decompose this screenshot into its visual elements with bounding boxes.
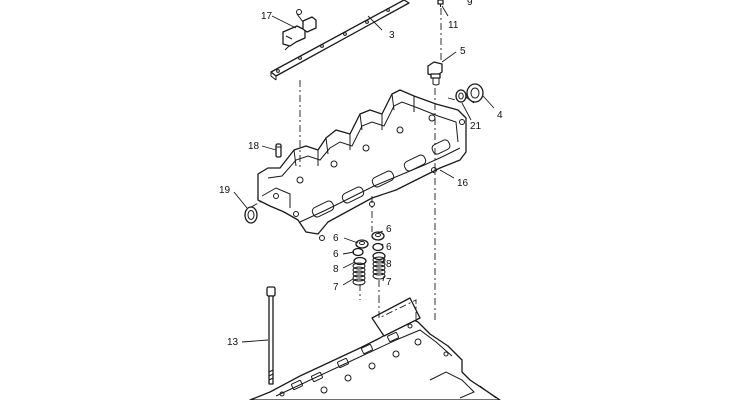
callout-5: 5 [460, 46, 466, 57]
callout-6-a: 6 [333, 233, 339, 244]
callout-11: 11 [448, 20, 459, 31]
callout-18: 18 [248, 141, 260, 152]
part-6-retainer-right-upper [371, 231, 385, 241]
part-16-housing [257, 89, 467, 241]
callout-9: 9 [467, 0, 473, 8]
part-6-retainer-left-upper [355, 239, 369, 249]
callout-7-b: 7 [386, 277, 392, 288]
part-5-bolt [427, 61, 443, 86]
part-6-retainer-left-lower [352, 247, 364, 257]
callout-21: 21 [470, 121, 482, 132]
alignment-lines [250, 8, 457, 322]
callout-8-a: 8 [333, 264, 339, 275]
callout-labels: 9 17 11 3 5 4 21 18 16 19 6 6 6 6 8 8 7 … [219, 0, 503, 348]
callout-13: 13 [227, 337, 239, 348]
callout-7-a: 7 [333, 282, 339, 293]
callout-8-b: 8 [386, 259, 392, 270]
callout-4: 4 [497, 110, 503, 121]
part-11-bolt [437, 0, 444, 7]
callout-6-c: 6 [386, 242, 392, 253]
callout-16: 16 [457, 178, 469, 189]
part-4-plug [465, 83, 484, 104]
callout-17: 17 [261, 11, 273, 22]
callout-19: 19 [219, 185, 231, 196]
part-18-pin [275, 143, 282, 158]
leader-lines [233, 5, 495, 343]
part-7-spring-left [352, 262, 366, 286]
callout-6-b: 6 [386, 224, 392, 235]
callout-6-d: 6 [333, 249, 339, 260]
cylinder-head [249, 297, 501, 400]
part-8-seat-right [372, 251, 386, 261]
part-6-retainer-right-lower [372, 242, 384, 252]
part-21-washer [455, 89, 467, 103]
part-19-seal [244, 206, 258, 224]
part-7-spring-right [372, 256, 386, 280]
callout-3: 3 [389, 30, 395, 41]
part-3-rail [270, 0, 410, 81]
part-17-bracket [282, 9, 317, 51]
part-13-stud [266, 286, 276, 385]
